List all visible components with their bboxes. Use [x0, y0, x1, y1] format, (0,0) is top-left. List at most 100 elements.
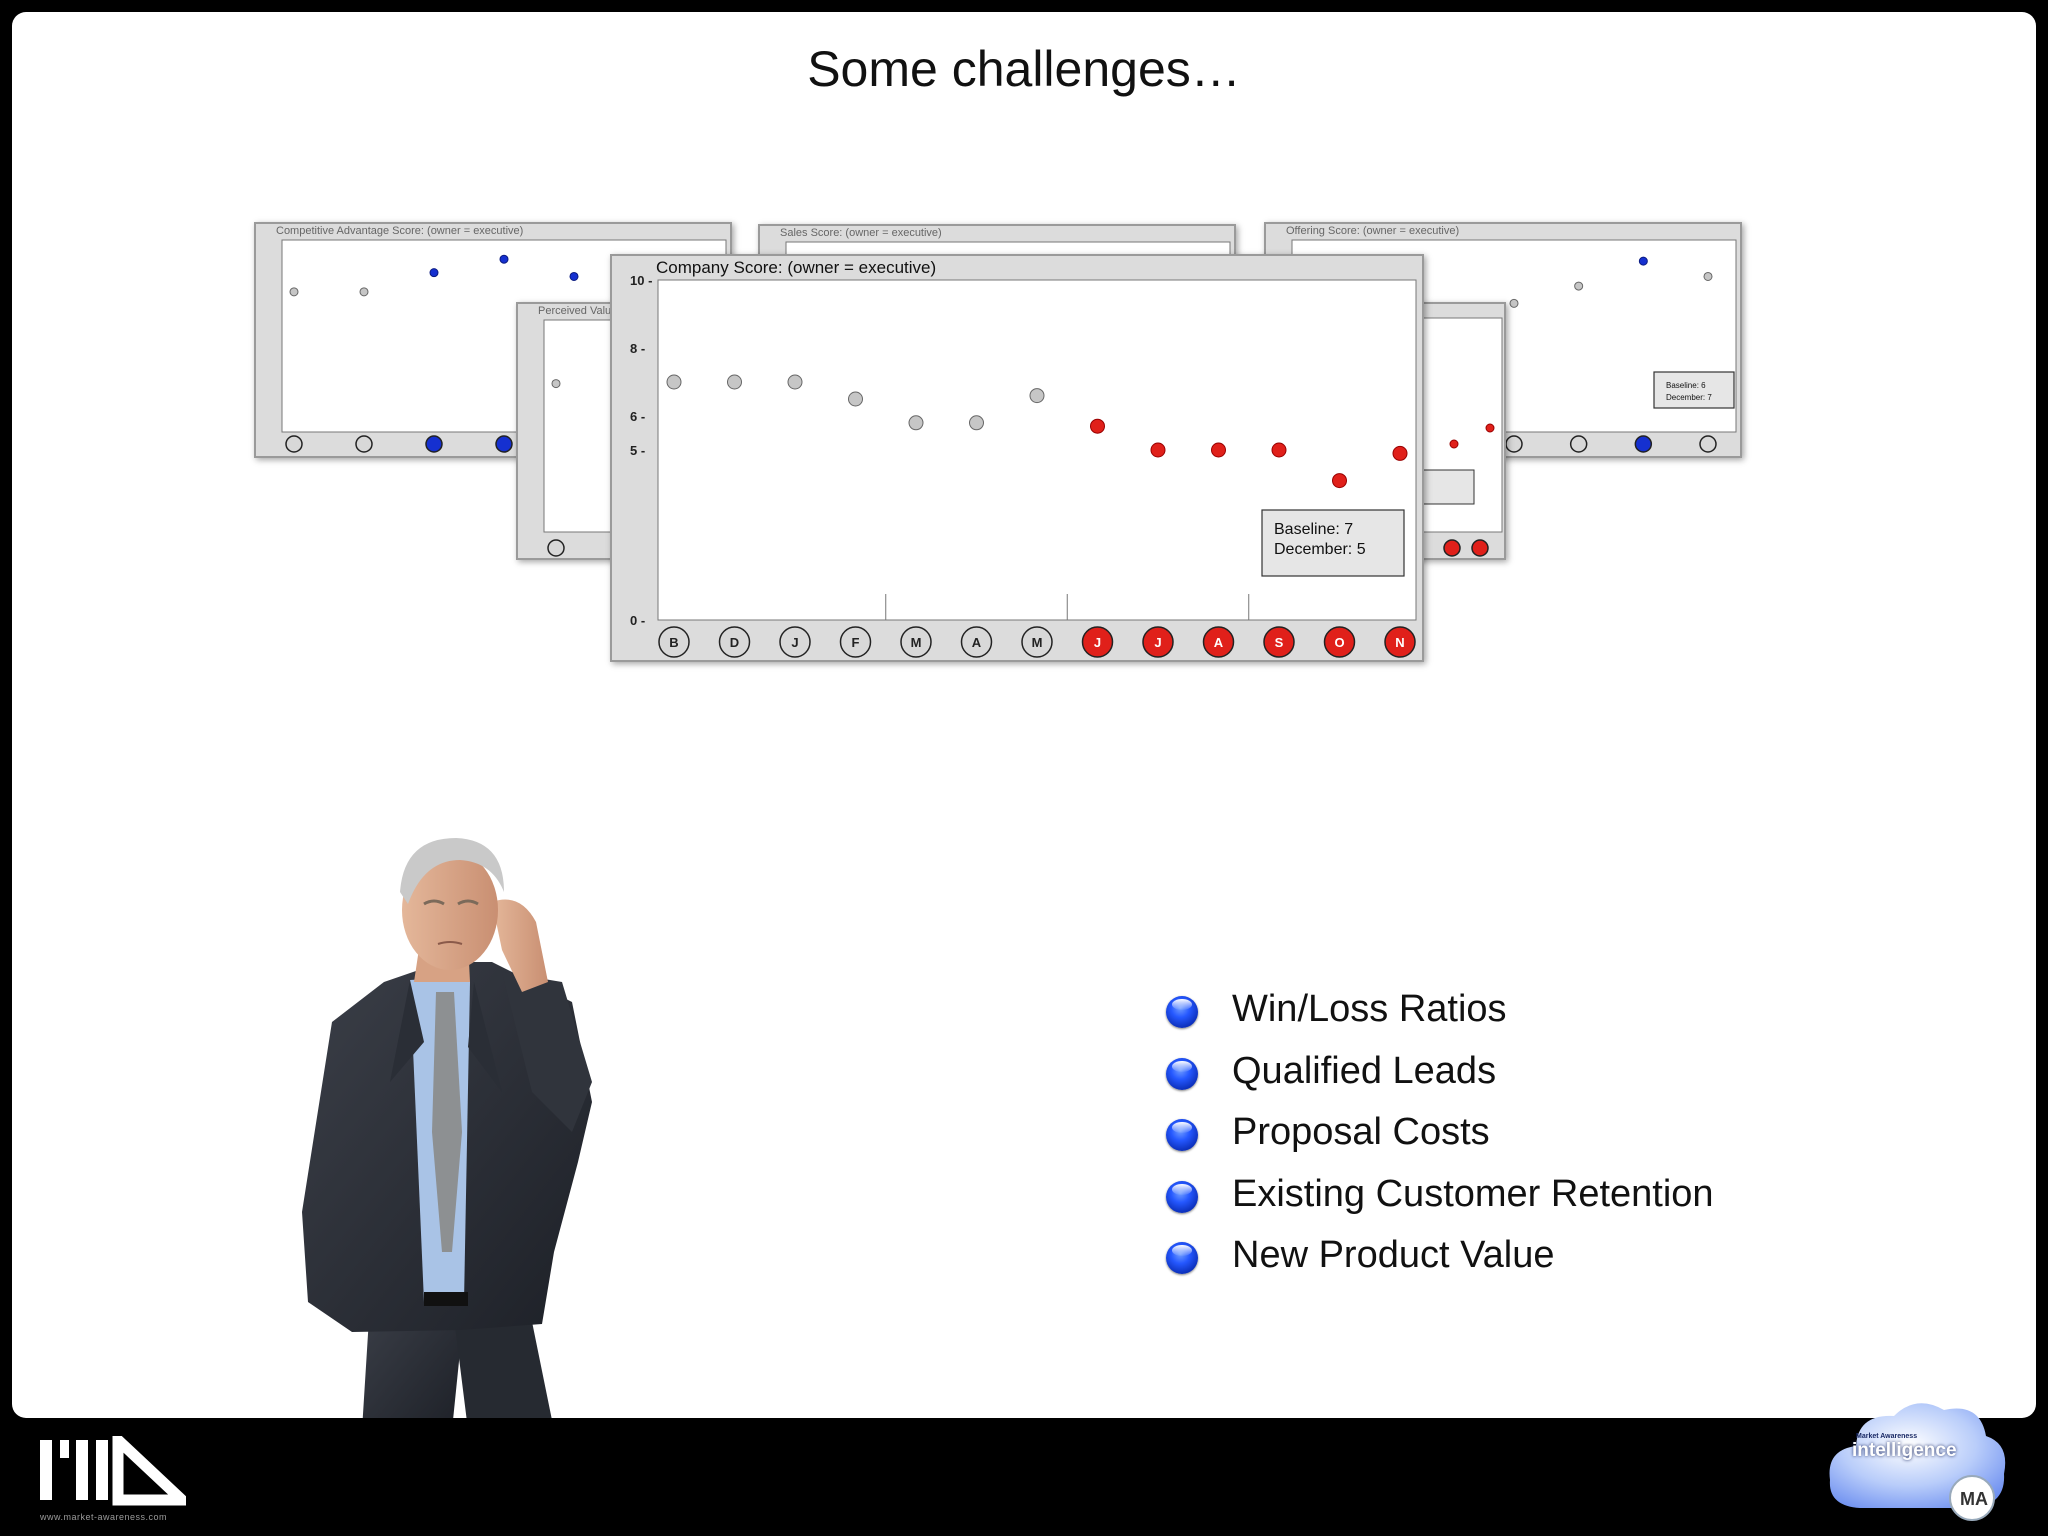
- category-marker: [1142, 626, 1174, 658]
- data-point: [727, 374, 742, 390]
- category-label: J: [791, 635, 798, 650]
- data-point: [1449, 439, 1459, 449]
- annotation-text: December: 5: [1274, 541, 1366, 558]
- category-marker: [1699, 435, 1717, 453]
- data-point: [969, 415, 984, 431]
- data-point: [908, 415, 924, 431]
- mai-logo: [40, 1436, 186, 1506]
- svg-text:MA: MA: [1960, 1489, 1988, 1509]
- category-marker: [839, 626, 872, 658]
- worried-businessman-image: [302, 838, 592, 1418]
- list-item-label: Proposal Costs: [1232, 1111, 1490, 1153]
- category-marker: [1634, 435, 1653, 453]
- offering-score-title: Offering Score: (owner = executive): [1286, 225, 1460, 237]
- category-marker: [900, 626, 932, 658]
- slide-canvas: Some challenges… Competitive Advantage S…: [12, 12, 2036, 1418]
- category-marker: [1202, 626, 1235, 658]
- y-tick-label: 6 -: [630, 409, 645, 424]
- data-point: [499, 254, 509, 264]
- category-label: F: [852, 635, 860, 650]
- company-score-title: Company Score: (owner = executive): [656, 258, 937, 277]
- category-marker: [1384, 626, 1416, 658]
- category-marker: [1323, 626, 1356, 658]
- y-tick-label: 5 -: [630, 443, 645, 458]
- y-tick-label: 10 -: [630, 273, 652, 288]
- slide-title: Some challenges…: [807, 41, 1241, 97]
- list-item-label: New Product Value: [1232, 1234, 1555, 1276]
- data-point: [429, 268, 439, 278]
- category-label: D: [730, 635, 739, 650]
- perceived-value-title: Perceived Value: [538, 305, 618, 317]
- category-marker: [355, 435, 373, 453]
- category-marker: [960, 626, 993, 658]
- category-label: O: [1334, 635, 1344, 650]
- data-point: [1703, 271, 1713, 281]
- annotation-box: [1653, 371, 1735, 409]
- data-point: [1271, 442, 1287, 458]
- category-marker: [495, 435, 513, 453]
- category-marker: [779, 626, 811, 658]
- data-point: [1090, 418, 1105, 434]
- category-marker: [1443, 539, 1461, 557]
- data-point: [551, 379, 561, 389]
- footer-url: www.market-awareness.com: [40, 1512, 168, 1522]
- annotation-box: [1261, 509, 1405, 577]
- data-point: [1392, 445, 1408, 461]
- category-marker: [658, 626, 690, 658]
- data-point: [666, 374, 682, 390]
- category-marker: [1081, 626, 1114, 658]
- data-point: [569, 271, 579, 281]
- category-label: B: [669, 635, 678, 650]
- category-marker: [718, 626, 751, 658]
- data-point: [1638, 256, 1648, 266]
- category-marker: [1471, 539, 1489, 557]
- sales-score-title: Sales Score: (owner = executive): [780, 227, 942, 239]
- category-marker: [547, 539, 565, 557]
- category-marker: [425, 435, 443, 453]
- cloud-logo-small-text: Market Awareness: [1856, 1433, 1918, 1440]
- data-point: [1029, 388, 1045, 404]
- blue-bullet-icon: [1166, 1119, 1198, 1151]
- blue-bullet-icon: [1166, 1057, 1198, 1090]
- blue-bullet-icon: [1166, 996, 1198, 1028]
- data-point: [1332, 473, 1347, 489]
- annotation-text: Baseline: 7: [1274, 521, 1353, 538]
- data-point: [787, 374, 803, 390]
- category-label: M: [911, 635, 922, 650]
- category-label: N: [1395, 635, 1404, 650]
- company-score-chart: Company Score: (owner = executive) 0 - 5 …: [610, 254, 1424, 662]
- list-item-label: Win/Loss Ratios: [1232, 988, 1507, 1030]
- category-marker: [285, 435, 303, 453]
- data-point: [1485, 423, 1495, 433]
- category-label: J: [1094, 635, 1101, 650]
- annotation-text: Baseline: 6: [1666, 381, 1706, 390]
- data-point: [289, 287, 299, 297]
- category-marker: [1263, 626, 1295, 658]
- y-tick-label: 8 -: [630, 341, 645, 356]
- category-label: A: [972, 635, 982, 650]
- blue-bullet-icon: [1166, 1242, 1198, 1274]
- list-item-label: Existing Customer Retention: [1232, 1172, 1714, 1215]
- footer-bar: www.market-awareness.com: [0, 1418, 2048, 1536]
- category-label: S: [1275, 635, 1284, 650]
- category-label: J: [1154, 635, 1161, 650]
- category-marker: [1569, 435, 1588, 453]
- data-point: [359, 287, 369, 297]
- category-marker: [1021, 626, 1053, 658]
- cloud-logo-text: intelligence: [1852, 1440, 1957, 1461]
- cloud-logo: MA: [1829, 1403, 2006, 1521]
- blue-bullet-icon: [1166, 1180, 1198, 1213]
- category-marker: [1505, 435, 1523, 453]
- data-point: [1211, 442, 1226, 458]
- y-tick-label: 0 -: [630, 613, 645, 628]
- company-score-plot: 0 - 5 - 6 - 8 - 10 - B D J F M A M J J A S O N Baseline: 7…: [630, 273, 1417, 658]
- data-point: [1150, 442, 1166, 458]
- data-point: [1509, 298, 1519, 308]
- annotation-text: December: 7: [1666, 393, 1712, 402]
- category-label: A: [1214, 635, 1224, 650]
- competitive-advantage-title: Competitive Advantage Score: (owner = ex…: [276, 225, 524, 237]
- data-point: [848, 391, 863, 407]
- list-item-label: Qualified Leads: [1232, 1049, 1497, 1092]
- data-point: [1574, 281, 1584, 291]
- category-label: M: [1032, 635, 1043, 650]
